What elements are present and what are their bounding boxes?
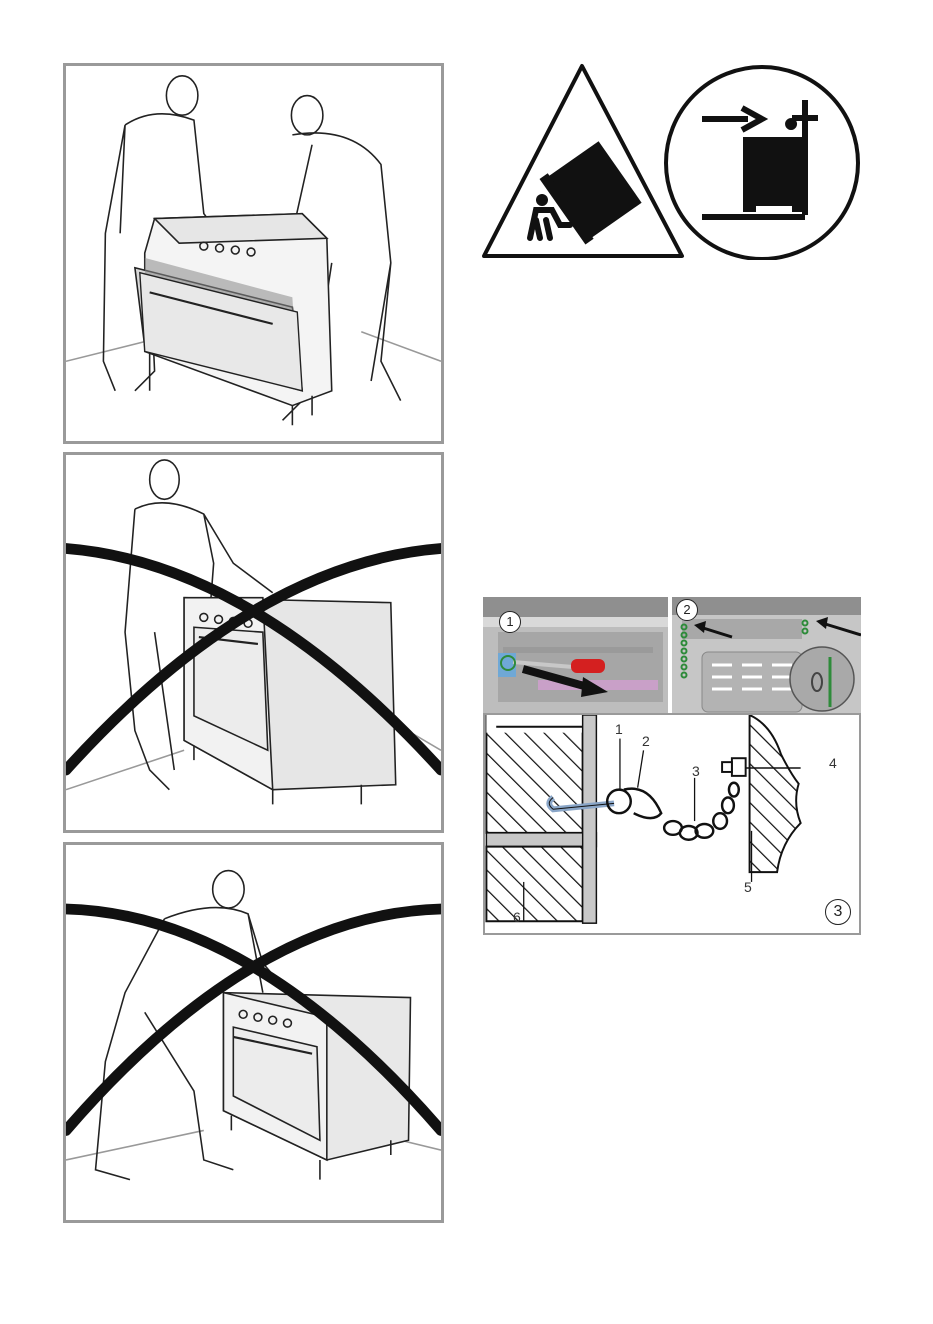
callout-4: 4 <box>829 755 837 771</box>
wrong-push-drawing <box>66 845 441 1220</box>
callout-1: 1 <box>615 721 623 737</box>
callout-2: 2 <box>642 733 650 749</box>
warning-icons <box>480 60 865 260</box>
step-2-badge: 2 <box>676 599 698 621</box>
step-3-badge: 3 <box>825 899 851 925</box>
two-person-carry-drawing <box>66 66 441 441</box>
illustration-two-person-carry <box>63 63 444 444</box>
chain-bracket-diagram: 1 2 3 4 5 6 3 <box>483 713 861 935</box>
step-1-photo: 1 <box>483 597 668 713</box>
step-photos: 1 2 <box>483 597 861 713</box>
tip-over-warning-icon <box>480 60 865 260</box>
step-2-photo: 2 <box>672 597 861 713</box>
illustration-wrong-lift-by-door <box>63 452 444 833</box>
step-1-badge: 1 <box>499 611 521 633</box>
callout-6: 6 <box>513 909 521 925</box>
callout-5: 5 <box>744 879 752 895</box>
wrong-lift-drawing <box>66 455 441 830</box>
callout-3: 3 <box>692 763 700 779</box>
anti-tilt-bracket-icon <box>666 67 858 259</box>
illustration-wrong-push <box>63 842 444 1223</box>
